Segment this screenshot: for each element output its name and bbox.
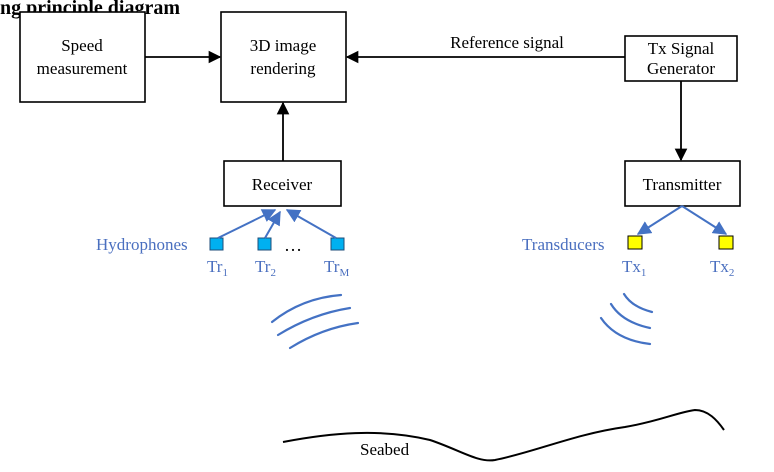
transducer-2-sub: 2 (729, 267, 735, 279)
receiver-block: Receiver (223, 160, 342, 207)
image-rendering-block: 3D image rendering (220, 11, 347, 103)
arrow-hydrophone-m-to-receiver (285, 209, 337, 239)
signal-generator-block: Tx Signal Generator (624, 35, 738, 82)
hydrophone-m-sub: M (339, 267, 349, 279)
seabed-line (282, 408, 725, 462)
signal-generator-label-line1: Tx Signal (648, 39, 715, 58)
hydrophones-label: Hydrophones (96, 235, 188, 254)
receiver-label: Receiver (252, 175, 313, 194)
arrow-hydrophone-2-to-receiver (264, 210, 281, 239)
hydrophone-1-base: Tr (207, 257, 223, 276)
hydrophone-2-base: Tr (255, 257, 271, 276)
hydrophone-2-sub: 2 (270, 267, 276, 279)
transducer-2-base: Tx (710, 257, 729, 276)
hydrophone-m-label: TrM (324, 257, 349, 279)
transducer-2-label: Tx2 (710, 257, 734, 279)
arrow-transmitter-to-transducer-2 (681, 205, 728, 235)
transmitter-block: Transmitter (624, 160, 741, 207)
reference-signal-label: Reference signal (450, 33, 564, 52)
transducer-1-sub: 1 (641, 267, 647, 279)
hydrophone-2-label: Tr2 (255, 257, 276, 279)
hydrophone-1-sub: 1 (222, 267, 228, 279)
received-wavefronts (270, 293, 360, 350)
seabed-label: Seabed (360, 440, 410, 459)
image-rendering-label-line1: 3D image (250, 36, 317, 55)
hydrophone-group: Hydrophones … Tr1 Tr2 TrM (96, 209, 360, 350)
speed-measurement-block: Speed measurement (19, 11, 146, 103)
arrow-transmitter-to-transducer-1 (636, 205, 683, 235)
transducers-label: Transducers (522, 235, 604, 254)
seabed: Seabed (282, 408, 725, 462)
hydrophone-ellipsis: … (284, 235, 302, 255)
transducer-group: Transducers Tx1 Tx2 (522, 205, 734, 346)
signal-generator-label-line2: Generator (647, 59, 715, 78)
transducer-1 (627, 235, 643, 250)
hydrophone-1-label: Tr1 (207, 257, 228, 279)
speed-measurement-label-line2: measurement (37, 59, 128, 78)
arrow-hydrophone-1-to-receiver (217, 209, 277, 239)
transmitted-wavefronts (599, 292, 654, 346)
hydrophone-m (330, 237, 345, 251)
hydrophone-1 (209, 237, 224, 251)
transducer-2 (718, 235, 734, 250)
hydrophone-m-base: Tr (324, 257, 340, 276)
transducer-1-base: Tx (622, 257, 641, 276)
hydrophone-2 (257, 237, 272, 251)
transducer-1-label: Tx1 (622, 257, 646, 279)
transmitter-label: Transmitter (643, 175, 722, 194)
speed-measurement-label-line1: Speed (61, 36, 103, 55)
image-rendering-label-line2: rendering (250, 59, 316, 78)
